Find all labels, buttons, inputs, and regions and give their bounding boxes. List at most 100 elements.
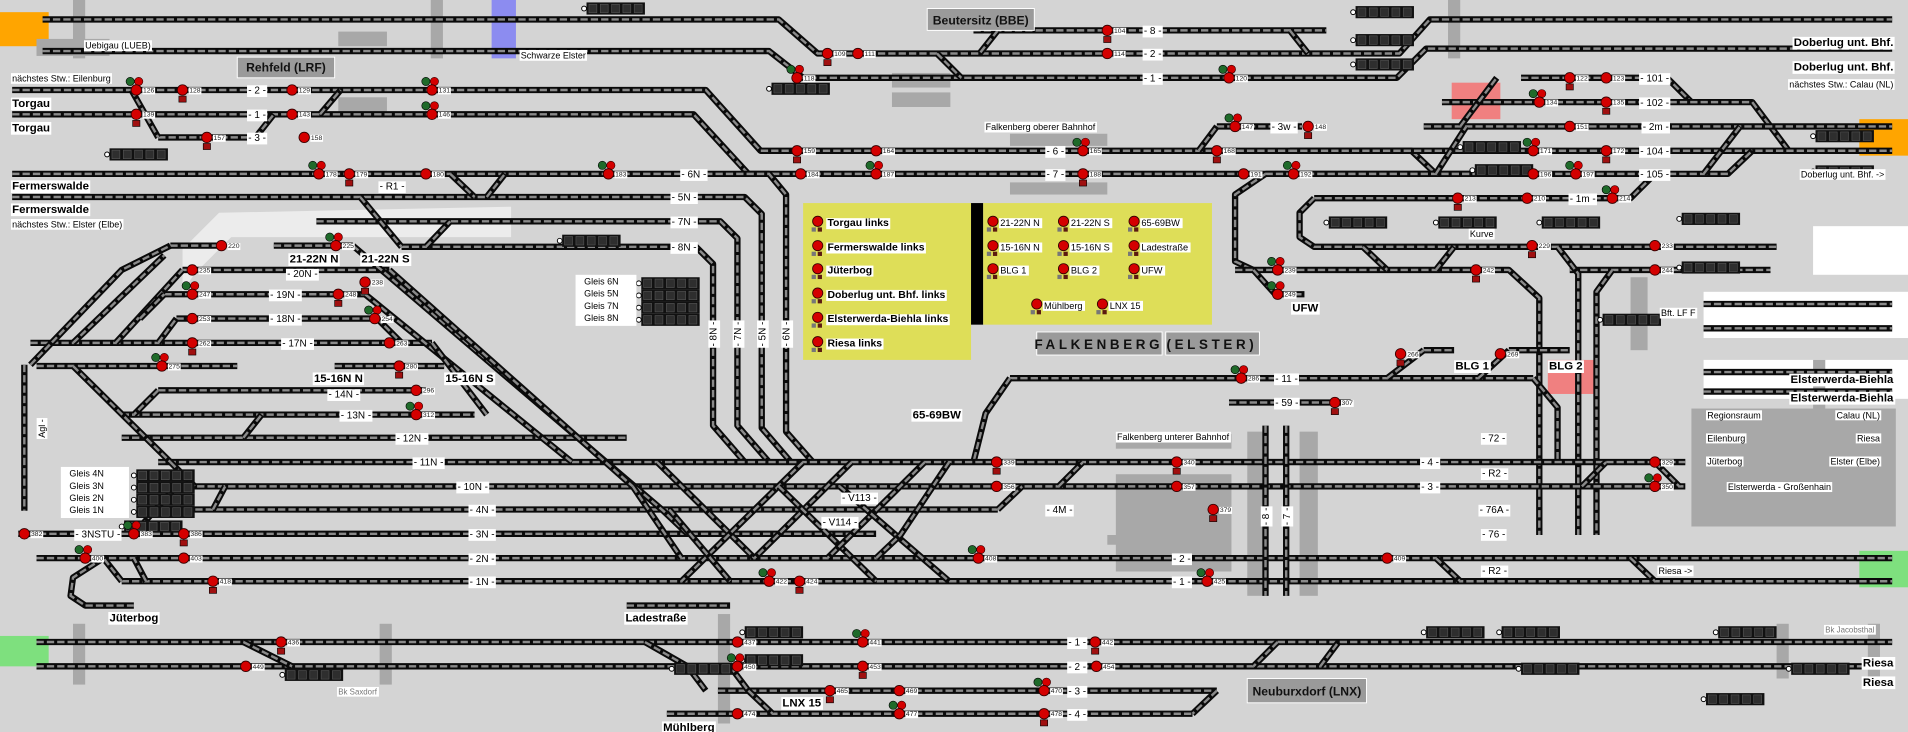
signal[interactable]: 109 xyxy=(821,47,847,66)
signal[interactable]: 400 xyxy=(74,545,105,564)
signal[interactable]: 469 xyxy=(893,685,919,697)
signal[interactable]: 229 xyxy=(1526,239,1551,259)
signal[interactable]: 235 xyxy=(186,264,212,276)
signal[interactable]: 131 xyxy=(421,77,451,96)
signal[interactable]: 383 xyxy=(123,520,153,540)
signal[interactable]: 158 xyxy=(298,131,324,144)
signal[interactable]: 147 xyxy=(1224,113,1254,133)
route-button[interactable]: Mühlberg xyxy=(1030,298,1085,315)
signal[interactable]: 187 xyxy=(865,160,895,180)
signal[interactable]: 139 xyxy=(130,108,156,127)
signal[interactable]: 239 xyxy=(1267,256,1297,276)
signal[interactable]: 184 xyxy=(795,168,820,180)
signal[interactable]: 425 xyxy=(1196,568,1226,587)
signal[interactable]: 254 xyxy=(364,305,394,325)
signal[interactable]: 134 xyxy=(1528,89,1559,108)
signal[interactable]: 168 xyxy=(1211,145,1236,164)
signal[interactable]: 210 xyxy=(1521,192,1546,204)
signal[interactable]: 214 xyxy=(1601,185,1632,204)
signal[interactable]: 329 xyxy=(1649,456,1674,468)
route-button[interactable]: 65-69BW xyxy=(1128,215,1183,232)
signal[interactable]: 280 xyxy=(393,360,418,379)
route-button[interactable]: Fermerswalde links xyxy=(811,240,926,256)
signal[interactable]: 104 xyxy=(1101,24,1127,43)
route-button[interactable]: 15-16N S xyxy=(1057,240,1113,256)
signal[interactable]: 180 xyxy=(420,168,445,180)
signal[interactable]: 165 xyxy=(1072,137,1102,157)
signal[interactable]: 382 xyxy=(18,528,44,540)
signal[interactable]: 442 xyxy=(1089,636,1115,655)
signal[interactable]: 312 xyxy=(405,401,436,421)
signal[interactable]: 408 xyxy=(967,545,998,564)
route-button[interactable]: Torgau links xyxy=(811,215,891,232)
signal[interactable]: 213 xyxy=(1452,192,1477,211)
signal[interactable]: 120 xyxy=(1218,64,1248,84)
signal[interactable]: 474 xyxy=(731,708,757,720)
signal[interactable]: 164 xyxy=(870,145,895,157)
signal[interactable]: 422 xyxy=(758,568,788,587)
signal[interactable]: 478 xyxy=(1038,708,1063,727)
signal[interactable]: 454 xyxy=(1090,660,1116,672)
signal[interactable]: 157 xyxy=(201,131,226,150)
signal[interactable]: 159 xyxy=(791,145,816,164)
signal[interactable]: 441 xyxy=(852,629,882,648)
signal[interactable]: 244 xyxy=(1649,264,1674,276)
signal[interactable]: 436 xyxy=(275,636,300,655)
signal[interactable]: 465 xyxy=(824,685,849,704)
signal[interactable]: 450 xyxy=(726,653,757,672)
signal[interactable]: 242 xyxy=(1470,264,1495,283)
signal[interactable]: 114 xyxy=(1101,47,1126,60)
signal[interactable]: 437 xyxy=(731,636,757,648)
signal[interactable]: 350 xyxy=(1644,473,1674,493)
signal[interactable]: 148 xyxy=(1302,120,1327,139)
signal[interactable]: 453 xyxy=(857,660,882,679)
signal[interactable]: 249 xyxy=(1267,281,1297,300)
signal[interactable]: 183 xyxy=(597,160,628,180)
signal[interactable]: 477 xyxy=(888,700,919,720)
signal[interactable]: 143 xyxy=(286,108,311,120)
signal[interactable]: 191 xyxy=(1237,168,1263,180)
signal[interactable]: 118 xyxy=(786,64,816,84)
signal[interactable]: 409 xyxy=(1381,552,1407,564)
signal[interactable]: 146 xyxy=(421,101,451,120)
signal[interactable]: 196 xyxy=(1527,168,1553,180)
signal[interactable]: 286 xyxy=(1230,365,1261,384)
signal[interactable]: 129 xyxy=(286,84,311,96)
signal[interactable]: 449 xyxy=(240,660,265,672)
signal[interactable]: 356 xyxy=(990,480,1016,493)
route-button[interactable]: Jüterbog xyxy=(811,263,874,280)
route-button[interactable]: Elsterwerda-Biehla links xyxy=(811,311,950,328)
route-button[interactable]: 21-22N N xyxy=(986,215,1043,232)
signal[interactable]: 111 xyxy=(852,47,876,60)
route-button[interactable]: BLG 2 xyxy=(1057,263,1100,280)
signal[interactable]: 340 xyxy=(1171,456,1196,475)
signal[interactable]: 269 xyxy=(1494,348,1520,360)
route-button[interactable]: Riesa links xyxy=(811,336,884,353)
signal[interactable]: 238 xyxy=(359,276,384,295)
signal[interactable]: 403 xyxy=(178,552,203,564)
signal[interactable]: 179 xyxy=(343,168,369,187)
signal[interactable]: 418 xyxy=(207,575,232,594)
route-button[interactable]: Ladestraße xyxy=(1128,240,1191,256)
route-button[interactable]: 21-22N S xyxy=(1057,215,1113,232)
signal[interactable]: 275 xyxy=(151,353,181,372)
signal[interactable]: 123 xyxy=(1600,72,1626,84)
route-button[interactable]: UFW xyxy=(1128,263,1166,280)
signal[interactable]: 424 xyxy=(793,575,819,594)
signal[interactable]: 122 xyxy=(1564,72,1589,91)
signal[interactable]: 192 xyxy=(1282,160,1313,180)
signal[interactable]: 386 xyxy=(178,528,203,547)
signal[interactable]: 248 xyxy=(332,288,358,307)
route-button[interactable]: BLG 1 xyxy=(986,263,1029,280)
signal[interactable]: 178 xyxy=(308,160,338,180)
signal[interactable]: 135 xyxy=(1600,96,1626,115)
signal[interactable]: 197 xyxy=(1565,160,1595,180)
signal[interactable]: 266 xyxy=(1394,348,1420,367)
signal[interactable]: 188 xyxy=(1077,168,1102,187)
signal[interactable]: 263 xyxy=(383,337,409,349)
signal[interactable]: 151 xyxy=(1564,120,1589,133)
route-button[interactable]: 15-16N N xyxy=(986,240,1043,256)
signal[interactable]: 357 xyxy=(1171,480,1196,493)
signal[interactable]: 262 xyxy=(186,337,212,356)
signal[interactable]: 172 xyxy=(1600,145,1626,164)
